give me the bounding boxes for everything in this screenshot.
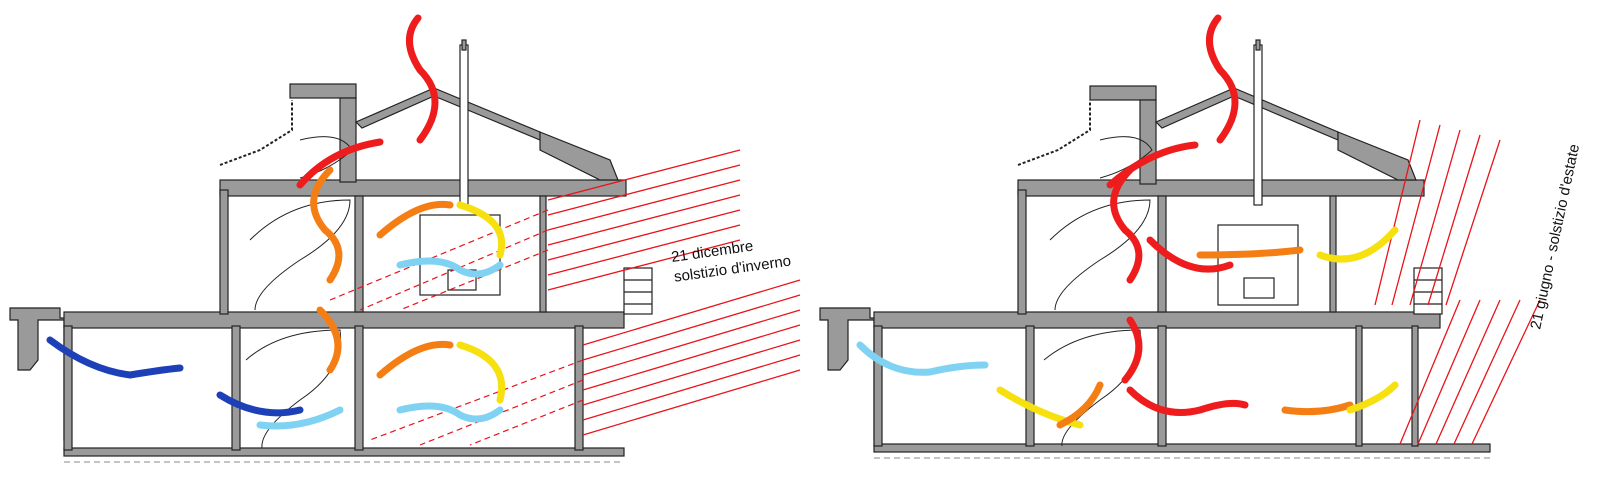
winter-label: 21 dicembre solstizio d'inverno [670,238,792,286]
winter-airflows [46,14,506,430]
summer-label-line1: 21 giugno - solstizio d'estate [1527,143,1583,331]
summer-sun-rays [1374,119,1541,445]
summer-airflows [856,14,1399,429]
exhaust-arrow-2 [1206,14,1239,144]
summer-label: 21 giugno - solstizio d'estate [1527,143,1583,331]
summer-section: 21 giugno - solstizio d'estate [819,14,1583,459]
winter-sun-rays [547,149,801,436]
exhaust-arrow [406,14,439,144]
winter-section: 21 dicembre solstizio d'inverno [9,14,801,463]
building-section-2 [819,39,1491,453]
roof-edge-2 [1017,100,1091,166]
building-section [9,39,653,457]
roof-edge [219,100,293,166]
